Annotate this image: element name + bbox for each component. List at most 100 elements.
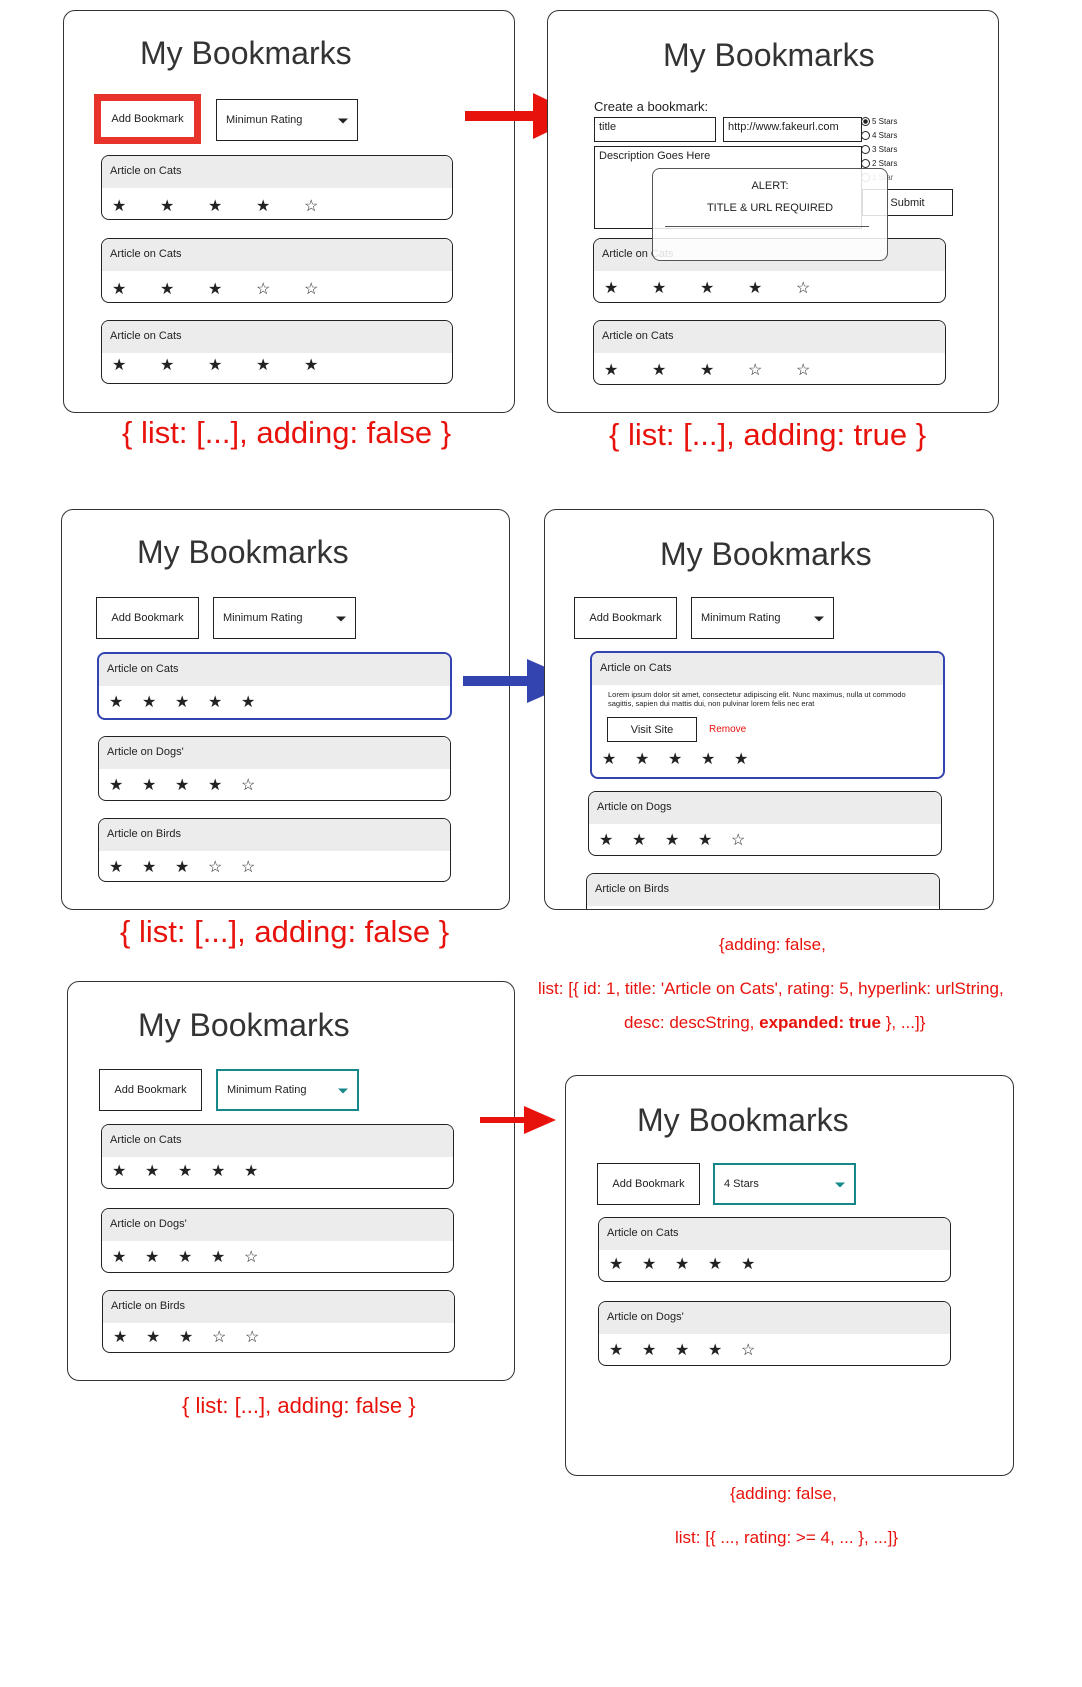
star-filled-icon: ★ <box>112 198 127 215</box>
star-filled-icon: ★ <box>668 751 683 768</box>
star-rating: ★★★☆☆ <box>113 1327 278 1347</box>
add-bookmark-button[interactable]: Add Bookmark <box>99 1069 202 1111</box>
radio-option[interactable]: 2 Stars <box>861 159 897 169</box>
star-filled-icon: ★ <box>244 1163 259 1180</box>
star-rating: ★★★★★ <box>112 1161 277 1181</box>
star-rating: ★★★☆☆ <box>604 360 844 380</box>
star-filled-icon: ★ <box>241 694 256 711</box>
star-filled-icon: ★ <box>208 281 223 298</box>
star-empty-icon: ☆ <box>304 281 319 298</box>
rating-select[interactable]: Minimum Rating <box>213 597 356 639</box>
card-header: Article on Birds <box>103 1291 454 1323</box>
star-filled-icon: ★ <box>642 1256 657 1273</box>
bookmark-card[interactable]: Article on Cats ★★★★☆ <box>101 155 453 220</box>
star-filled-icon: ★ <box>109 859 124 876</box>
star-empty-icon: ☆ <box>208 859 223 876</box>
state-fragment: desc: descString, <box>624 1013 760 1032</box>
state-label: list: [{ ..., rating: >= 4, ... }, ...]} <box>675 1528 899 1547</box>
star-rating: ★★★★☆ <box>609 1340 774 1360</box>
add-bookmark-button[interactable]: Add Bookmark <box>597 1163 700 1205</box>
star-rating: ★★★★☆ <box>112 1247 277 1267</box>
rating-select[interactable]: 4 Stars <box>713 1163 856 1205</box>
card-title: Article on Cats <box>607 1227 679 1239</box>
state-label: list: [{ id: 1, title: 'Article on Cats'… <box>538 979 1004 998</box>
remove-link[interactable]: Remove <box>709 724 747 735</box>
card-header: Article on Dogs' <box>102 1209 453 1241</box>
panel-adding: My Bookmarks Create a bookmark: title ht… <box>547 10 999 413</box>
bookmark-card-expanded[interactable]: Article on Cats Lorem ipsum dolor sit am… <box>590 651 945 779</box>
bookmark-card[interactable]: Article on Cats ★★★☆☆ <box>101 238 453 303</box>
add-bookmark-button[interactable]: Add Bookmark <box>96 597 199 639</box>
rating-select[interactable]: Minimun Rating <box>216 99 358 141</box>
chevron-down-icon <box>814 616 824 622</box>
card-title: Article on Cats <box>110 330 182 342</box>
star-filled-icon: ★ <box>604 280 619 297</box>
state-label: {adding: false, <box>719 935 826 954</box>
card-header: Article on Birds <box>587 874 939 906</box>
state-label: desc: descString, expanded: true }, ...]… <box>624 1013 925 1033</box>
card-header: Article on Dogs' <box>99 737 450 769</box>
card-header: Article on Birds <box>99 819 450 851</box>
bookmark-card-selected[interactable]: Article on Cats ★★★★★ <box>97 652 452 720</box>
star-rating: ★★★☆☆ <box>112 279 352 299</box>
url-input[interactable]: http://www.fakeurl.com <box>723 117 862 142</box>
bookmark-card[interactable]: Article on Cats ★★★★★ <box>598 1217 951 1282</box>
star-filled-icon: ★ <box>179 1329 194 1346</box>
rating-select[interactable]: Minimum Rating <box>216 1069 359 1111</box>
star-filled-icon: ★ <box>160 357 175 374</box>
star-empty-icon: ☆ <box>212 1329 227 1346</box>
state-label: { list: [...], adding: false } <box>182 1393 416 1418</box>
bookmark-card[interactable]: Article on Dogs' ★★★★☆ <box>98 736 451 801</box>
bookmark-card[interactable]: Article on Birds ★★★☆☆ <box>98 818 451 882</box>
add-bookmark-button[interactable]: Add Bookmark <box>574 597 677 639</box>
panel-list: My Bookmarks Add Bookmark Minimum Rating… <box>61 509 510 910</box>
star-filled-icon: ★ <box>665 832 680 849</box>
star-filled-icon: ★ <box>208 777 223 794</box>
state-emphasis: expanded: true <box>759 1013 881 1032</box>
transition-arrow <box>480 1106 556 1134</box>
chevron-down-icon <box>336 616 346 622</box>
bookmark-card[interactable]: Article on Dogs' ★★★★☆ <box>598 1301 951 1366</box>
bookmark-card[interactable]: Article on Birds ★★★☆☆ <box>102 1290 455 1353</box>
radio-option[interactable]: 4 Stars <box>861 131 897 141</box>
radio-option[interactable]: 5 Stars <box>861 117 897 127</box>
star-filled-icon: ★ <box>675 1342 690 1359</box>
rating-select[interactable]: Minimum Rating <box>691 597 834 639</box>
card-header: Article on Cats <box>99 654 450 686</box>
state-label: { list: [...], adding: false } <box>120 914 450 949</box>
star-filled-icon: ★ <box>256 198 271 215</box>
add-bookmark-button[interactable]: Add Bookmark <box>104 104 191 134</box>
rating-select-label: Minimum Rating <box>227 1084 307 1096</box>
star-filled-icon: ★ <box>112 357 127 374</box>
star-filled-icon: ★ <box>113 1329 128 1346</box>
card-title: Article on Cats <box>110 165 182 177</box>
card-header: Article on Cats <box>592 653 943 685</box>
card-title: Article on Birds <box>111 1300 185 1312</box>
star-filled-icon: ★ <box>256 357 271 374</box>
card-header: Article on Cats <box>102 239 452 271</box>
star-filled-icon: ★ <box>175 859 190 876</box>
bookmark-card[interactable]: Article on Cats ★ ★ ★ ★ ★ <box>101 320 453 384</box>
star-empty-icon: ☆ <box>741 1342 756 1359</box>
star-filled-icon: ★ <box>599 832 614 849</box>
star-filled-icon: ★ <box>304 357 319 374</box>
bookmark-card[interactable]: Article on Cats ★★★★★ <box>101 1124 454 1189</box>
bookmark-card[interactable]: Article on Dogs ★★★★☆ <box>588 791 942 856</box>
title-input[interactable]: title <box>594 117 716 142</box>
rating-select-label: Minimum Rating <box>223 612 303 624</box>
add-bookmark-highlight <box>94 94 201 144</box>
card-title: Article on Cats <box>110 248 182 260</box>
radio-option[interactable]: 3 Stars <box>861 145 897 155</box>
state-label: {adding: false, <box>730 1484 837 1503</box>
star-filled-icon: ★ <box>604 362 619 379</box>
star-filled-icon: ★ <box>208 357 223 374</box>
star-rating: ★★★☆☆ <box>109 857 274 877</box>
bookmark-card[interactable]: Article on Cats ★★★☆☆ <box>593 320 946 385</box>
star-filled-icon: ★ <box>700 280 715 297</box>
star-empty-icon: ☆ <box>241 777 256 794</box>
card-header: Article on Dogs <box>589 792 941 824</box>
visit-site-button[interactable]: Visit Site <box>607 717 697 742</box>
form-heading: Create a bookmark: <box>594 99 709 114</box>
bookmark-card[interactable]: Article on Dogs' ★★★★☆ <box>101 1208 454 1273</box>
bookmark-card[interactable]: Article on Birds <box>586 873 940 909</box>
